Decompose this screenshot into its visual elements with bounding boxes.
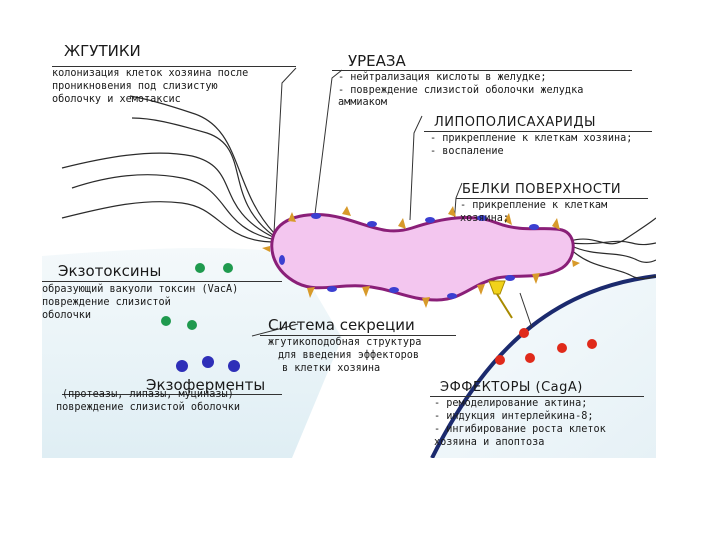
effectors-desc-3: - ингибирование роста клеток xyxy=(434,424,606,437)
lps-desc-2: - воспаление xyxy=(430,146,504,159)
flagella-desc-3: оболочку и хемотаксис xyxy=(52,94,181,107)
exotoxins-desc-1: образующий вакуоли токсин (VacA) xyxy=(42,284,238,297)
lps-rule xyxy=(424,131,652,132)
effectors-desc-1: - ремоделирование актина; xyxy=(434,398,587,411)
flagella-desc-2: проникновения под слизистую xyxy=(52,81,218,94)
effectors-rule xyxy=(430,396,644,397)
surface-proteins-title: БЕЛКИ ПОВЕРХНОСТИ xyxy=(462,182,621,197)
secretion-desc-2: для введения эффекторов xyxy=(278,350,419,363)
flagella-desc-1: колонизация клеток хозяина после xyxy=(52,68,248,81)
bacterium-body xyxy=(272,215,573,300)
secretion-title: Система секреции xyxy=(268,316,415,334)
secretion-desc-1: жгутикоподобная структура xyxy=(268,337,421,350)
surface-proteins-rule xyxy=(456,198,648,199)
flagella-rule xyxy=(52,66,296,67)
helicobacter-virulence-diagram: ЖГУТИКИ колонизация клеток хозяина после… xyxy=(42,38,656,458)
exoenzymes-desc-2: повреждение слизистой оболочки xyxy=(56,402,240,415)
flagella-right xyxy=(568,218,656,279)
lps-desc-1: - прикрепление к клеткам хозяина; xyxy=(430,133,632,146)
exotoxins-title: Экзотоксины xyxy=(58,262,161,280)
lps-title: ЛИПОПОЛИСАХАРИДЫ xyxy=(434,115,596,130)
surface-proteins-desc-2: хозяина; xyxy=(460,213,509,226)
flagella-left xyxy=(62,96,278,242)
secretion-rule xyxy=(260,335,456,336)
surface-proteins-desc-1: - прикрепление к клеткам xyxy=(460,200,607,213)
urease-desc-2: - повреждение слизистой оболочки желудка xyxy=(338,85,583,98)
effectors-desc-4: хозяина и апоптоза xyxy=(434,437,544,450)
urease-rule xyxy=(332,70,632,71)
effectors-desc-2: - индукция интерлейкина-8; xyxy=(434,411,593,424)
flagella-title: ЖГУТИКИ xyxy=(64,42,141,60)
secretion-desc-3: в клетки хозяина xyxy=(282,363,380,376)
exoenzymes-desc-1: (протеазы, липазы, муциназы) xyxy=(62,389,234,402)
secretion-needle xyxy=(489,281,512,318)
urease-desc-1: - нейтрализация кислоты в желудке; xyxy=(338,72,547,85)
urease-desc-3: аммиаком xyxy=(338,97,387,110)
exotoxins-rule xyxy=(42,281,282,282)
exotoxins-desc-2: повреждение слизистой xyxy=(42,297,171,310)
effectors-title: ЭФФЕКТОРЫ (CagA) xyxy=(440,380,583,395)
urease-title: УРЕАЗА xyxy=(348,52,406,70)
exotoxins-desc-3: оболочки xyxy=(42,310,91,323)
